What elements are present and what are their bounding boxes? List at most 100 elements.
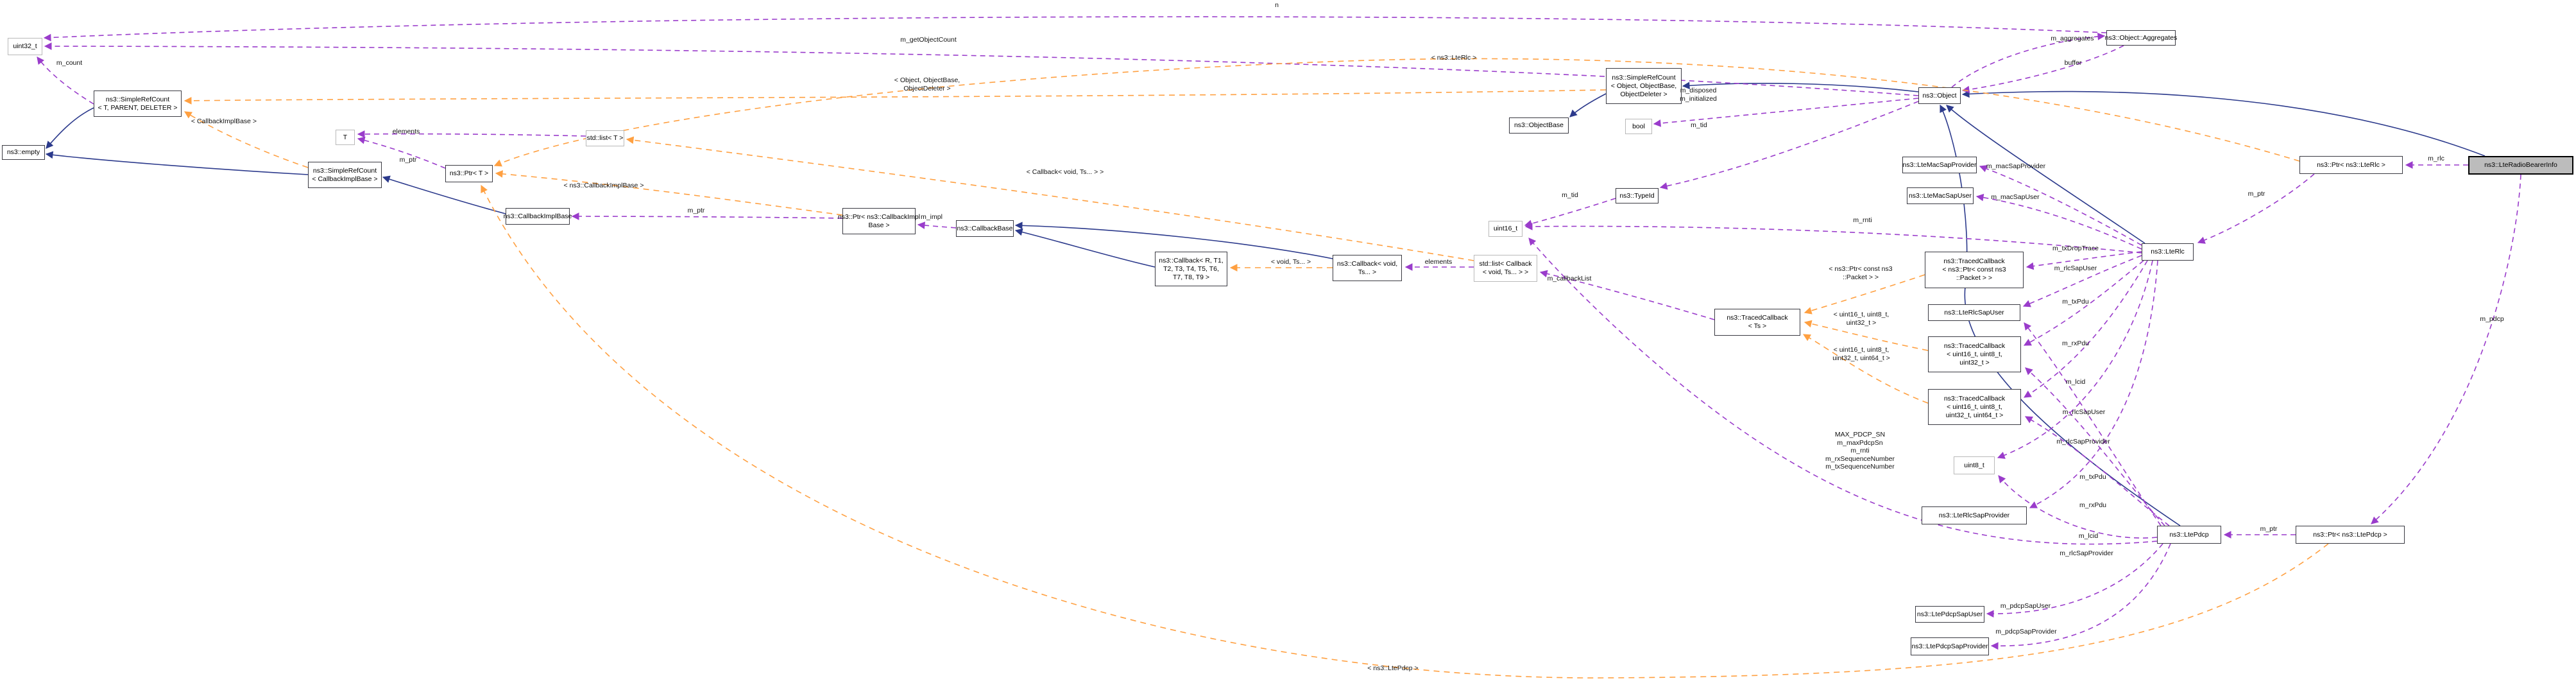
edge-label: m_rnti	[1853, 216, 1872, 225]
edge-label: < Object, ObjectBase, ObjectDeleter >	[894, 76, 960, 92]
class-node-label: T2, T3, T4, T5, T6,	[1163, 265, 1219, 273]
edge-member-ltepdcp-m-rxpdu	[2026, 417, 2169, 526]
edge-template-ns3-ltepdcp-ptr	[481, 186, 2328, 678]
edge-member-aggregates-n	[44, 17, 2106, 38]
class-node-lteradiobearerinfo[interactable]: ns3::LteRadioBearerInfo	[2468, 156, 2573, 175]
class-node-label: ns3::Ptr< ns3::CallbackImpl	[838, 213, 920, 221]
class-node-simplerefcount-object[interactable]: ns3::SimpleRefCount< Object, ObjectBase,…	[1606, 68, 1682, 104]
class-node-lterlcsapuser[interactable]: ns3::LteRlcSapUser	[1928, 304, 2020, 321]
class-node-ltepdcp[interactable]: ns3::LtePdcp	[2157, 526, 2221, 544]
class-node-tracedcallback-ts[interactable]: ns3::TracedCallback< Ts >	[1714, 309, 1800, 336]
class-node-label: ns3::TracedCallback	[1943, 257, 2004, 266]
edge-template-callback-void-ts-list	[627, 139, 1474, 261]
class-node-label: Ts... >	[1358, 268, 1376, 277]
edge-label: < Callback< void, Ts... > >	[1027, 168, 1104, 177]
edge-member-ptr-lterlc-m-ptr	[2198, 174, 2314, 243]
class-node-callback-void-ts[interactable]: ns3::Callback< void,Ts... >	[1333, 255, 1402, 281]
class-node-label: ns3::ObjectBase	[1514, 121, 1564, 130]
class-node-t[interactable]: T	[336, 130, 355, 145]
class-node-ltepdcpsapprovider[interactable]: ns3::LtePdcpSapProvider	[1911, 637, 1989, 655]
edge-label: m_getObjectCount	[900, 36, 957, 44]
edge-label: m_pdcp	[2480, 315, 2503, 324]
class-node-label: ns3::SimpleRefCount	[1612, 74, 1675, 82]
class-node-label: ns3::LteMacSapProvider	[1903, 161, 1977, 169]
class-node-label: ns3::Ptr< T >	[450, 169, 488, 178]
class-node-label: ns3::SimpleRefCount	[106, 96, 169, 104]
edge-label: < void, Ts... >	[1271, 258, 1311, 266]
class-node-uint16-t[interactable]: uint16_t	[1488, 221, 1523, 237]
edge-label: m_rlcSapUser	[2054, 264, 2097, 273]
class-node-label: < CallbackImplBase >	[312, 175, 377, 184]
edge-inherit-simplerefcount-object-to-objectbase	[1570, 94, 1606, 117]
edge-label: m_pdcpSapUser	[2000, 602, 2051, 610]
class-node-tracedcallback-packet[interactable]: ns3::TracedCallback< ns3::Ptr< const ns3…	[1925, 252, 2024, 288]
edge-inherit-simplerefcount-to-empty	[46, 108, 94, 148]
edge-label: m_aggregates	[2051, 35, 2094, 43]
class-node-label: ns3::LteMacSapUser	[1909, 192, 1972, 200]
class-node-ptr-ltepdcp[interactable]: ns3::Ptr< ns3::LtePdcp >	[2296, 526, 2405, 544]
class-node-typeid[interactable]: ns3::TypeId	[1616, 188, 1659, 203]
edge-member-lterlc-m-lcid	[1998, 261, 2153, 458]
edge-label: < ns3::LteRlc >	[1431, 54, 1477, 62]
class-node-tracedcallback-u16-u8-u32[interactable]: ns3::TracedCallback< uint16_t, uint8_t,u…	[1928, 336, 2021, 372]
edge-label: m_txPdu	[2062, 298, 2088, 306]
edge-label: m_macSapUser	[1991, 193, 2039, 202]
edge-label: elements	[393, 128, 420, 136]
class-node-label: ns3::LtePdcp	[2169, 531, 2208, 539]
class-node-bool[interactable]: bool	[1625, 119, 1652, 134]
class-node-std-list-t[interactable]: std::list< T >	[586, 130, 624, 146]
class-node-label: ns3::LteRlcSapUser	[1944, 309, 2004, 317]
class-node-object-aggregates[interactable]: ns3::Object::Aggregates	[2106, 30, 2176, 46]
edge-label: < uint16_t, uint8_t, uint32_t >	[1834, 311, 1889, 327]
class-node-label: ns3::CallbackImplBase	[504, 212, 572, 221]
class-node-ltemacsapprovider[interactable]: ns3::LteMacSapProvider	[1902, 157, 1977, 173]
class-node-label: < Object, ObjectBase,	[1611, 82, 1676, 91]
class-node-label: uint32_t, uint64_t >	[1946, 411, 2004, 420]
class-node-objectbase[interactable]: ns3::ObjectBase	[1509, 117, 1569, 134]
edge-label: < ns3::Ptr< const ns3 ::Packet > >	[1829, 265, 1892, 281]
class-node-label: ObjectDeleter >	[1620, 91, 1667, 99]
edge-label: m_rlcSapProvider	[2056, 438, 2110, 446]
class-node-callbackimplbase[interactable]: ns3::CallbackImplBase	[506, 208, 570, 225]
edge-label: < ns3::CallbackImplBase >	[564, 182, 644, 190]
edge-label: m_tid	[1562, 191, 1578, 200]
class-node-ptr-t[interactable]: ns3::Ptr< T >	[445, 165, 493, 182]
class-node-label: std::list< Callback	[1480, 260, 1532, 268]
class-node-ltepdcpsapuser[interactable]: ns3::LtePdcpSapUser	[1915, 606, 1984, 623]
class-node-ptr-lterlc[interactable]: ns3::Ptr< ns3::LteRlc >	[2299, 156, 2403, 174]
edge-member-ltepdcp-m-rlcsapuser	[2024, 323, 2161, 526]
edge-label: m_impl	[921, 213, 943, 221]
edge-inherit-lterlc-to-object	[1947, 105, 2145, 243]
class-node-label: ns3::SimpleRefCount	[313, 167, 377, 175]
class-node-empty[interactable]: ns3::empty	[2, 145, 45, 160]
edge-template-ns3-lterlc-ptr	[495, 58, 2299, 166]
edge-label: < uint16_t, uint8_t, uint32_t, uint64_t …	[1832, 346, 1890, 362]
class-node-simplerefcount-t-parent-deleter[interactable]: ns3::SimpleRefCount< T, PARENT, DELETER …	[94, 91, 182, 117]
class-node-uint8-t[interactable]: uint8_t	[1954, 456, 1995, 474]
class-node-label: ns3::Callback< void,	[1337, 260, 1397, 268]
edge-inherit-callback-r-to-callbackbase	[1016, 230, 1155, 267]
edge-label: m_rlc	[2428, 155, 2444, 163]
class-node-callbackbase[interactable]: ns3::CallbackBase	[956, 220, 1014, 237]
edge-member-ptr-cib-m-ptr	[572, 216, 842, 218]
class-node-label: ns3::TypeId	[1619, 192, 1654, 200]
class-node-simplerefcount-callbackimplbase[interactable]: ns3::SimpleRefCount< CallbackImplBase >	[308, 162, 382, 188]
edge-inherit-callbackimplbase-to-simplerefcount	[383, 177, 506, 214]
class-node-object[interactable]: ns3::Object	[1918, 87, 1961, 104]
class-node-label: < void, Ts... > >	[1483, 268, 1528, 277]
class-node-lterlcsapprovider[interactable]: ns3::LteRlcSapProvider	[1922, 506, 2027, 524]
edge-member-typeid-m-tid	[1525, 198, 1616, 225]
edge-member-m-macsapuser	[1977, 196, 2142, 249]
class-node-callback-r-t1-t9[interactable]: ns3::Callback< R, T1,T2, T3, T4, T5, T6,…	[1155, 252, 1227, 286]
class-node-label: uint16_t	[1494, 225, 1517, 233]
class-node-label: ns3::CallbackBase	[957, 225, 1013, 233]
class-node-label: ns3::LteRadioBearerInfo	[2484, 161, 2557, 169]
class-node-uint32-t[interactable]: uint32_t	[8, 38, 42, 55]
class-node-tracedcallback-u16-u8-u32-u64[interactable]: ns3::TracedCallback< uint16_t, uint8_t,u…	[1928, 389, 2021, 425]
class-node-std-list-callback-void-ts[interactable]: std::list< Callback< void, Ts... > >	[1474, 255, 1537, 282]
class-node-ltemacsapuser[interactable]: ns3::LteMacSapUser	[1907, 187, 1974, 204]
class-node-ptr-callbackimplbase[interactable]: ns3::Ptr< ns3::CallbackImplBase >	[842, 208, 916, 234]
class-node-lterlc[interactable]: ns3::LteRlc	[2142, 243, 2194, 261]
class-node-label: uint32_t	[13, 42, 37, 51]
